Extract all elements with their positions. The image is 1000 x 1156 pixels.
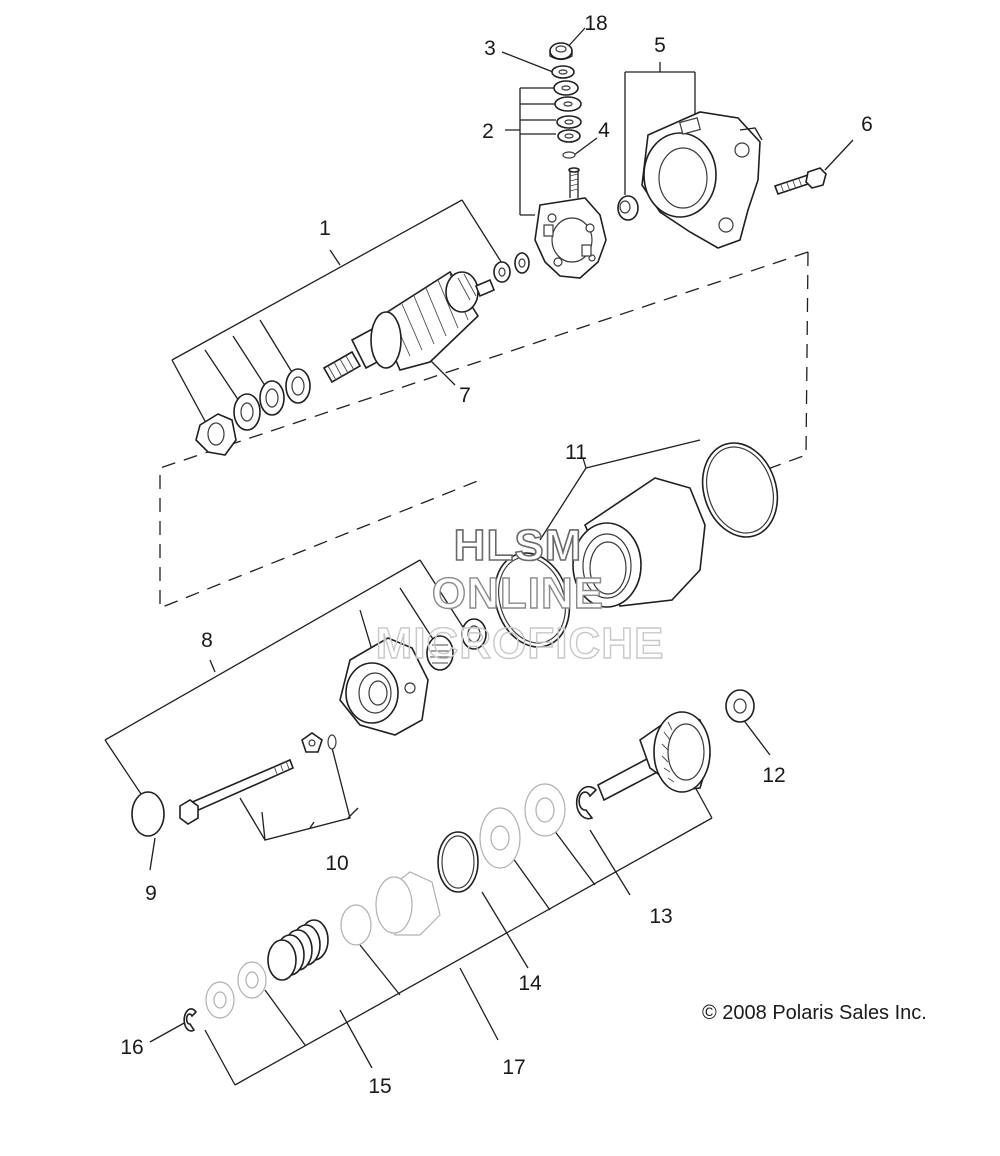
callout-9: 9	[145, 882, 157, 905]
callout-11: 11	[565, 441, 587, 464]
armature-washers	[195, 368, 311, 456]
copyright-notice: © 2008 Polaris Sales Inc.	[702, 1002, 927, 1024]
callout-6: 6	[861, 113, 873, 136]
callout-5: 5	[654, 34, 666, 57]
front-bracket-part-8	[339, 618, 487, 736]
overrunning-clutch	[340, 871, 441, 946]
callout-4: 4	[598, 119, 610, 142]
watermark: HLSM ONLINE MICROFICHE	[375, 520, 665, 669]
pinion-gear-shaft	[596, 711, 711, 802]
snap-ring-part-13	[575, 785, 598, 820]
callout-14: 14	[518, 972, 542, 995]
clip-part-16	[183, 1008, 198, 1032]
nut-part-18	[549, 42, 573, 61]
callout-17: 17	[502, 1056, 525, 1079]
retainer-ring-part-14	[437, 831, 479, 893]
yoke-housing-part-11	[493, 442, 779, 648]
washer-stack-part-2	[553, 80, 582, 143]
callout-1: 1	[319, 217, 331, 240]
through-bolt-part-10	[179, 732, 337, 825]
watermark-line-1: HLSM	[454, 521, 583, 570]
spring-washers	[205, 961, 267, 1019]
assembly-path-dashed	[159, 251, 809, 609]
brush-plate-washers	[493, 252, 530, 283]
bushing	[617, 195, 639, 221]
callout-labels: 1 2 3 4 5 6 7 8 9 10 11 12 13 14 15 16 1…	[120, 12, 873, 1098]
armature-part-7	[322, 270, 496, 384]
watermark-line-3: MICROFICHE	[376, 619, 665, 668]
end-housing-part-5	[641, 111, 763, 249]
callout-3: 3	[484, 37, 496, 60]
callout-13: 13	[649, 905, 672, 928]
callout-7: 7	[459, 384, 471, 407]
callout-8: 8	[201, 629, 213, 652]
watermark-line-2: ONLINE	[432, 569, 604, 618]
callout-16: 16	[120, 1036, 143, 1059]
spring-part-15	[267, 919, 329, 981]
clutch-components	[479, 783, 566, 869]
callout-10: 10	[325, 852, 348, 875]
o-ring-part-4	[562, 151, 576, 159]
callout-18: 18	[584, 12, 607, 35]
leader-lines	[104, 27, 854, 1086]
dust-cap-part-9	[131, 791, 165, 837]
washer-part-3	[551, 65, 575, 79]
callout-12: 12	[762, 764, 785, 787]
callout-15: 15	[368, 1075, 391, 1098]
callout-2: 2	[482, 120, 494, 143]
brush-plate-assembly	[534, 167, 607, 279]
long-bolt-part-6	[773, 167, 827, 196]
thrust-washer-part-12	[725, 689, 755, 723]
